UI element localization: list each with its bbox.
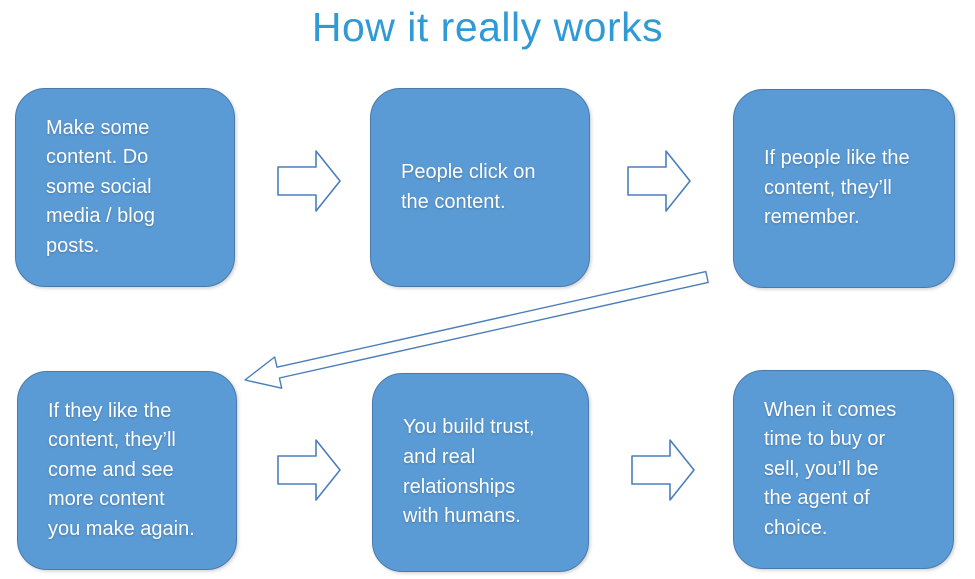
flow-box-4-text: If they like the content, they’ll come a… xyxy=(48,399,195,540)
flow-box-1: Make some content. Do some social media … xyxy=(15,88,235,287)
block-arrow-right-icon-1 xyxy=(277,150,341,212)
flow-box-3: If people like the content, they’ll reme… xyxy=(733,89,955,288)
block-arrow-right-icon-4 xyxy=(631,439,695,501)
flow-box-2: People click on the content. xyxy=(370,88,590,287)
flow-box-1-text: Make some content. Do some social media … xyxy=(46,116,155,257)
flow-box-2-text: People click on the content. xyxy=(401,160,536,213)
flow-box-4: If they like the content, they’ll come a… xyxy=(17,371,237,570)
flow-box-5-text: You build trust, and real relationships … xyxy=(403,416,535,528)
block-arrow-right-icon-3 xyxy=(277,439,341,501)
block-arrow-right-icon-2 xyxy=(627,150,691,212)
flow-box-6-text: When it comes time to buy or sell, you’l… xyxy=(764,398,897,539)
flow-box-6: When it comes time to buy or sell, you’l… xyxy=(733,370,954,569)
diagram-title: How it really works xyxy=(311,4,664,50)
flow-box-5: You build trust, and real relationships … xyxy=(372,373,589,572)
flow-box-3-text: If people like the content, they’ll reme… xyxy=(764,147,910,229)
